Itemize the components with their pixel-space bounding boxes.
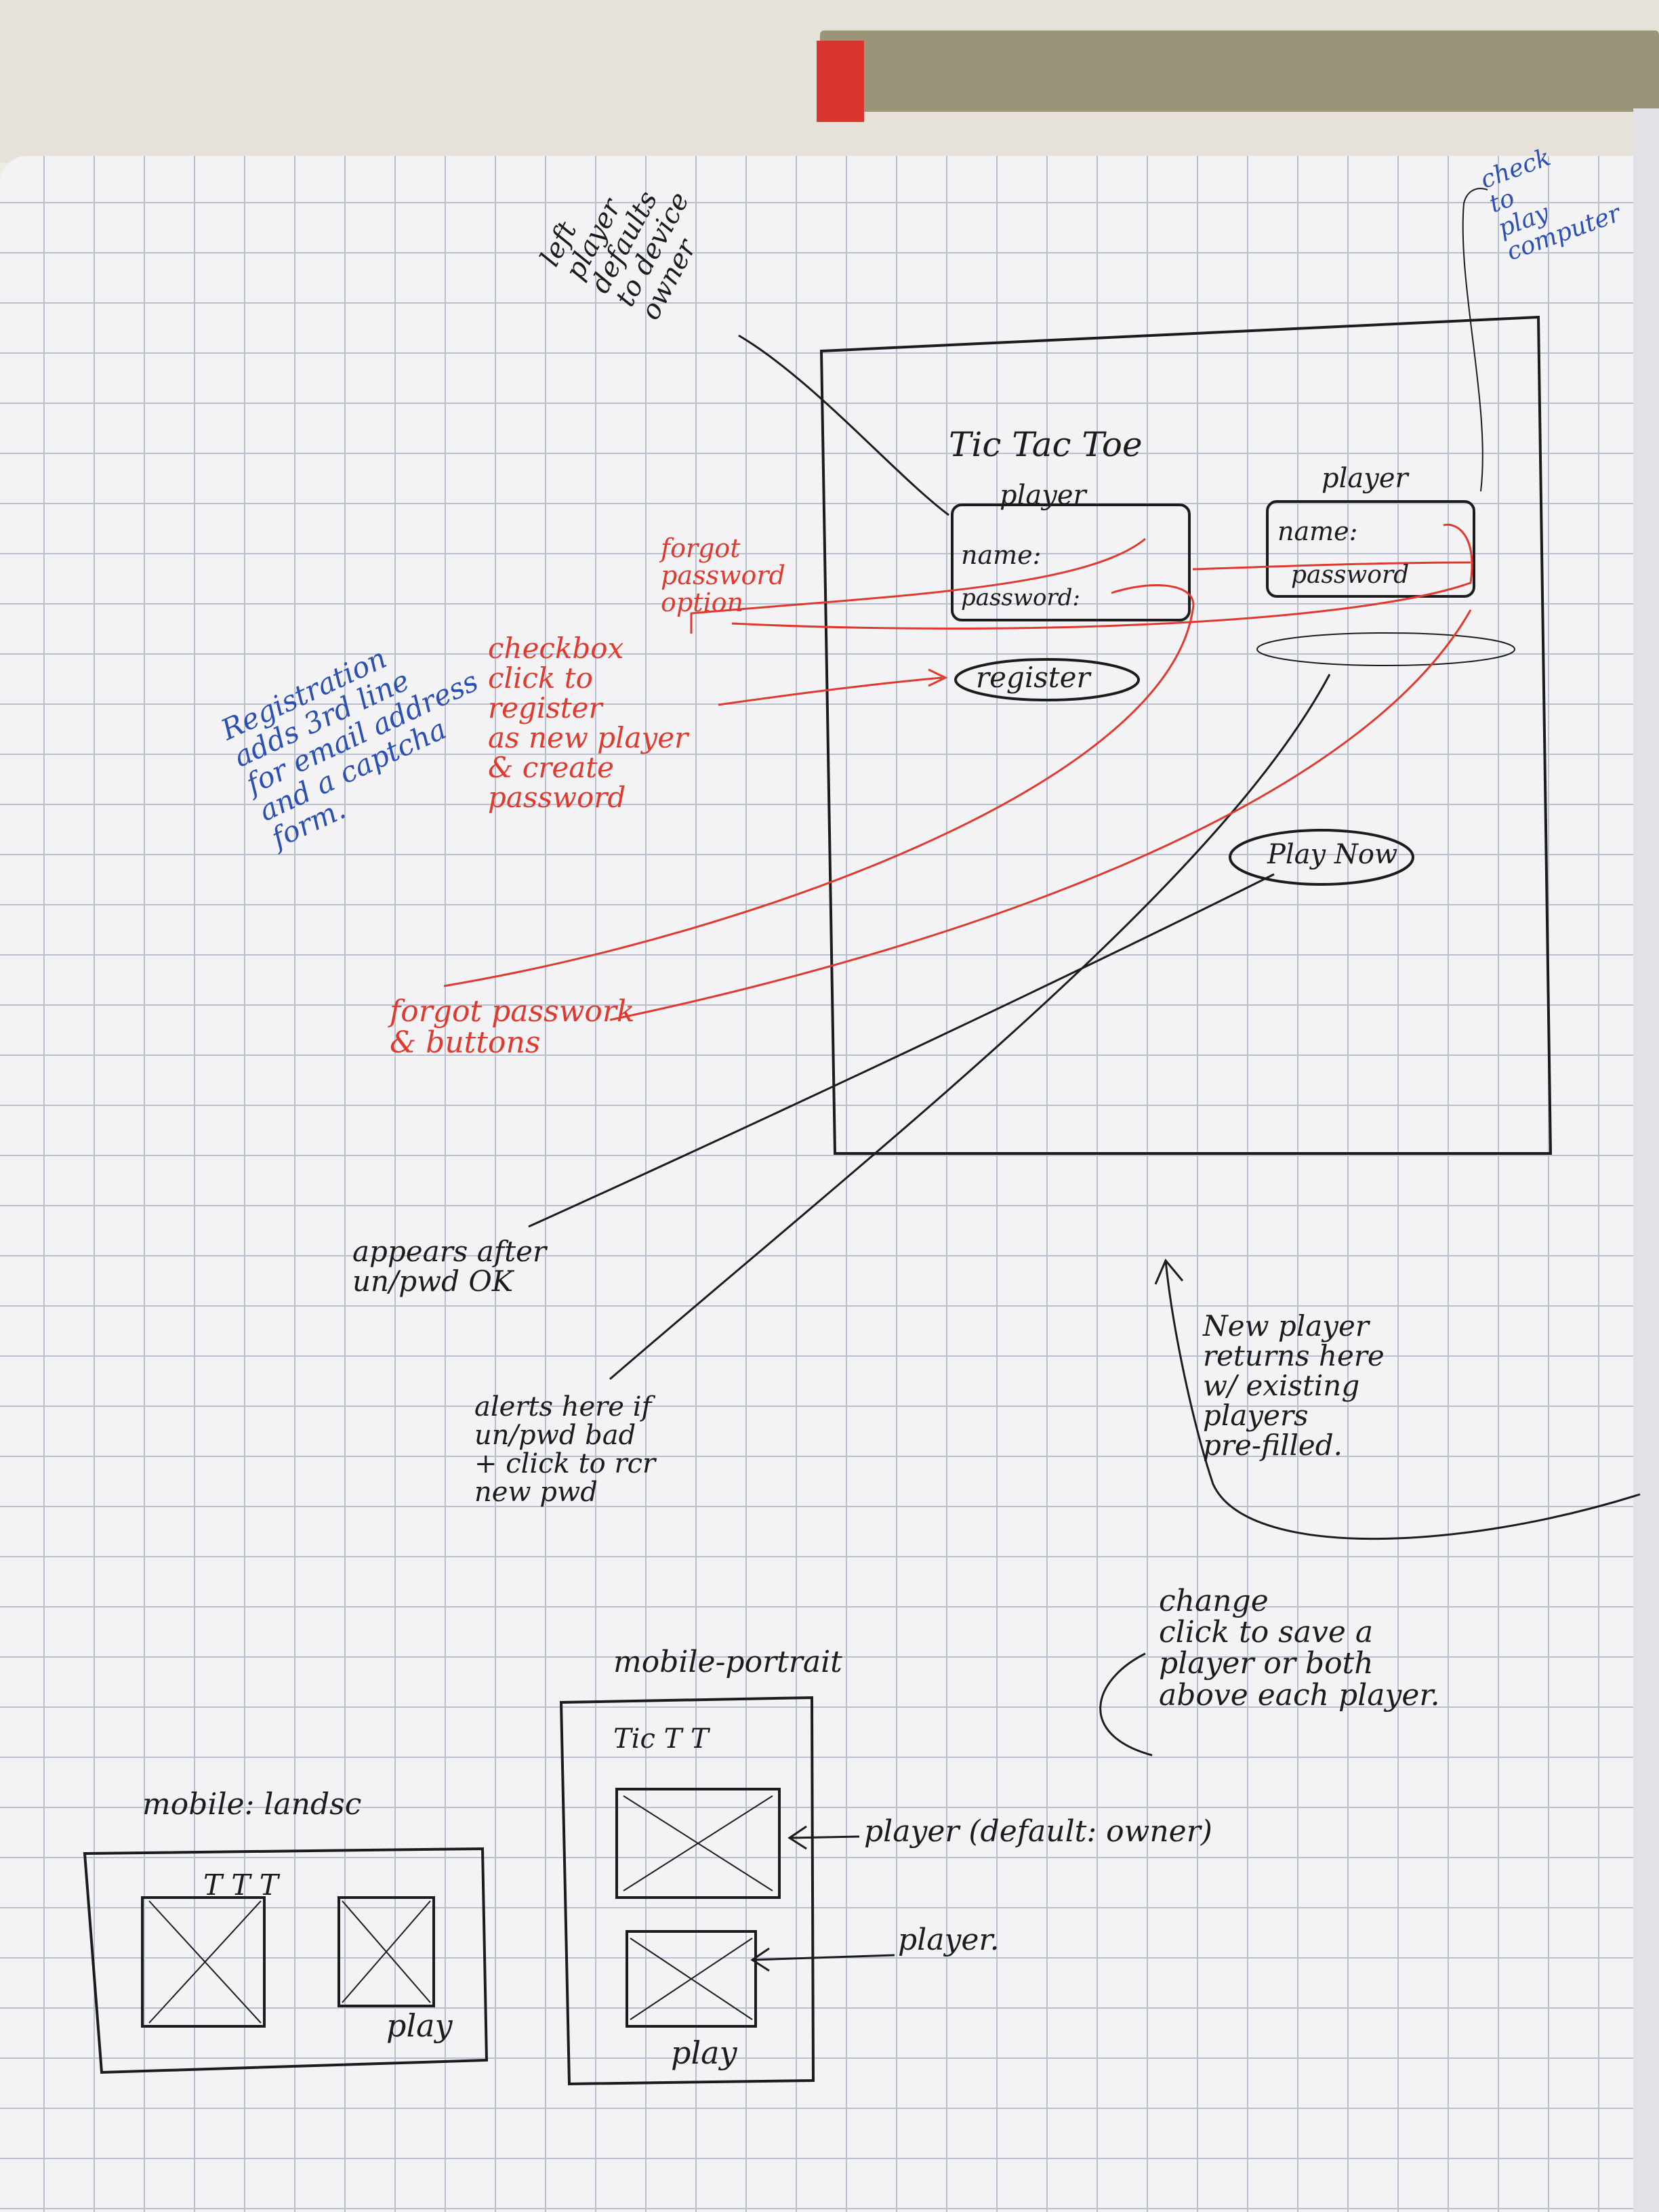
arrow-player [750, 1947, 895, 1972]
note-new-player: New player returns here w/ existing play… [1203, 1309, 1385, 1462]
next-page-edge [1633, 108, 1659, 2212]
red-arrow-forgot-option [690, 537, 1146, 634]
grid-paper [0, 156, 1659, 2212]
play-now-button[interactable]: Play Now [1267, 839, 1398, 870]
arrow-appears-after [528, 873, 1275, 1228]
play-now-ellipse [1229, 829, 1414, 886]
arrow-left-player-note [738, 334, 949, 516]
marker-cap [817, 41, 864, 122]
red-arrow-forgot-buttons [443, 584, 1195, 987]
player-left-name-label: name: [961, 540, 1042, 570]
note-forgot-option: forgot password option [661, 533, 785, 617]
red-arrow-register-head [928, 668, 948, 687]
player-right-password-label: password [1291, 561, 1410, 589]
player-box-right [1266, 500, 1475, 598]
landscape-player-box-2-cross [342, 1900, 431, 2003]
mobile-portrait-header: Tic T T [613, 1723, 709, 1755]
player-left-label: player [1000, 480, 1086, 511]
register-ellipse [954, 658, 1140, 701]
arrow-player-default [787, 1825, 860, 1850]
note-appears-after: appears after un/pwd OK [352, 1235, 547, 1298]
player-box-left [951, 504, 1191, 621]
mobile-portrait-title: mobile-portrait [613, 1645, 842, 1679]
landscape-player-box-1-cross [148, 1900, 262, 2024]
register-button[interactable]: register [976, 661, 1090, 694]
red-arrow-right-box [731, 523, 1473, 630]
note-checkbox: checkbox click to register as new player… [488, 632, 689, 815]
red-curve-long [609, 609, 1472, 1021]
app-title: Tic Tac Toe [949, 425, 1143, 464]
arrow-alerts [609, 674, 1331, 1380]
desktop-frame [819, 315, 1553, 1155]
bracket-click-change [1099, 1652, 1153, 1757]
mobile-portrait-play: play [671, 2034, 737, 2071]
marker-pen [820, 30, 1659, 112]
portrait-frame [559, 1696, 815, 2086]
portrait-player-box-2-cross [630, 1938, 753, 2020]
landscape-player-box-1 [141, 1896, 266, 2028]
callout-player: player. [898, 1923, 1000, 1957]
callout-player-default: player (default: owner) [864, 1814, 1212, 1849]
landscape-frame [83, 1847, 489, 2074]
note-alerts: alerts here if un/pwd bad + click to rcr… [474, 1391, 656, 1508]
alert-placeholder-ellipse [1256, 632, 1515, 666]
player-left-password-label: password: [961, 584, 1080, 611]
arrow-check-computer [1462, 188, 1488, 492]
landscape-player-box-2 [337, 1896, 435, 2007]
mobile-landscape-header: T T T [203, 1868, 279, 1902]
note-forgot-buttons: forgot passwork & buttons [390, 994, 635, 1061]
player-right-label: player [1322, 463, 1408, 494]
arrow-new-player [1164, 1260, 1641, 1540]
arrow-new-player-head [1154, 1258, 1184, 1285]
portrait-player-box-1-cross [623, 1795, 773, 1891]
portrait-player-box-1 [615, 1788, 781, 1899]
portrait-player-box-2 [626, 1930, 757, 2028]
red-arrow-register [718, 676, 943, 706]
player-right-name-label: name: [1277, 516, 1358, 546]
red-link-passwords [1192, 561, 1471, 571]
note-click-change: change click to save a player or both ab… [1159, 1584, 1440, 1713]
mobile-landscape-title: mobile: landsc [142, 1787, 362, 1822]
mobile-landscape-play: play [386, 2007, 453, 2044]
